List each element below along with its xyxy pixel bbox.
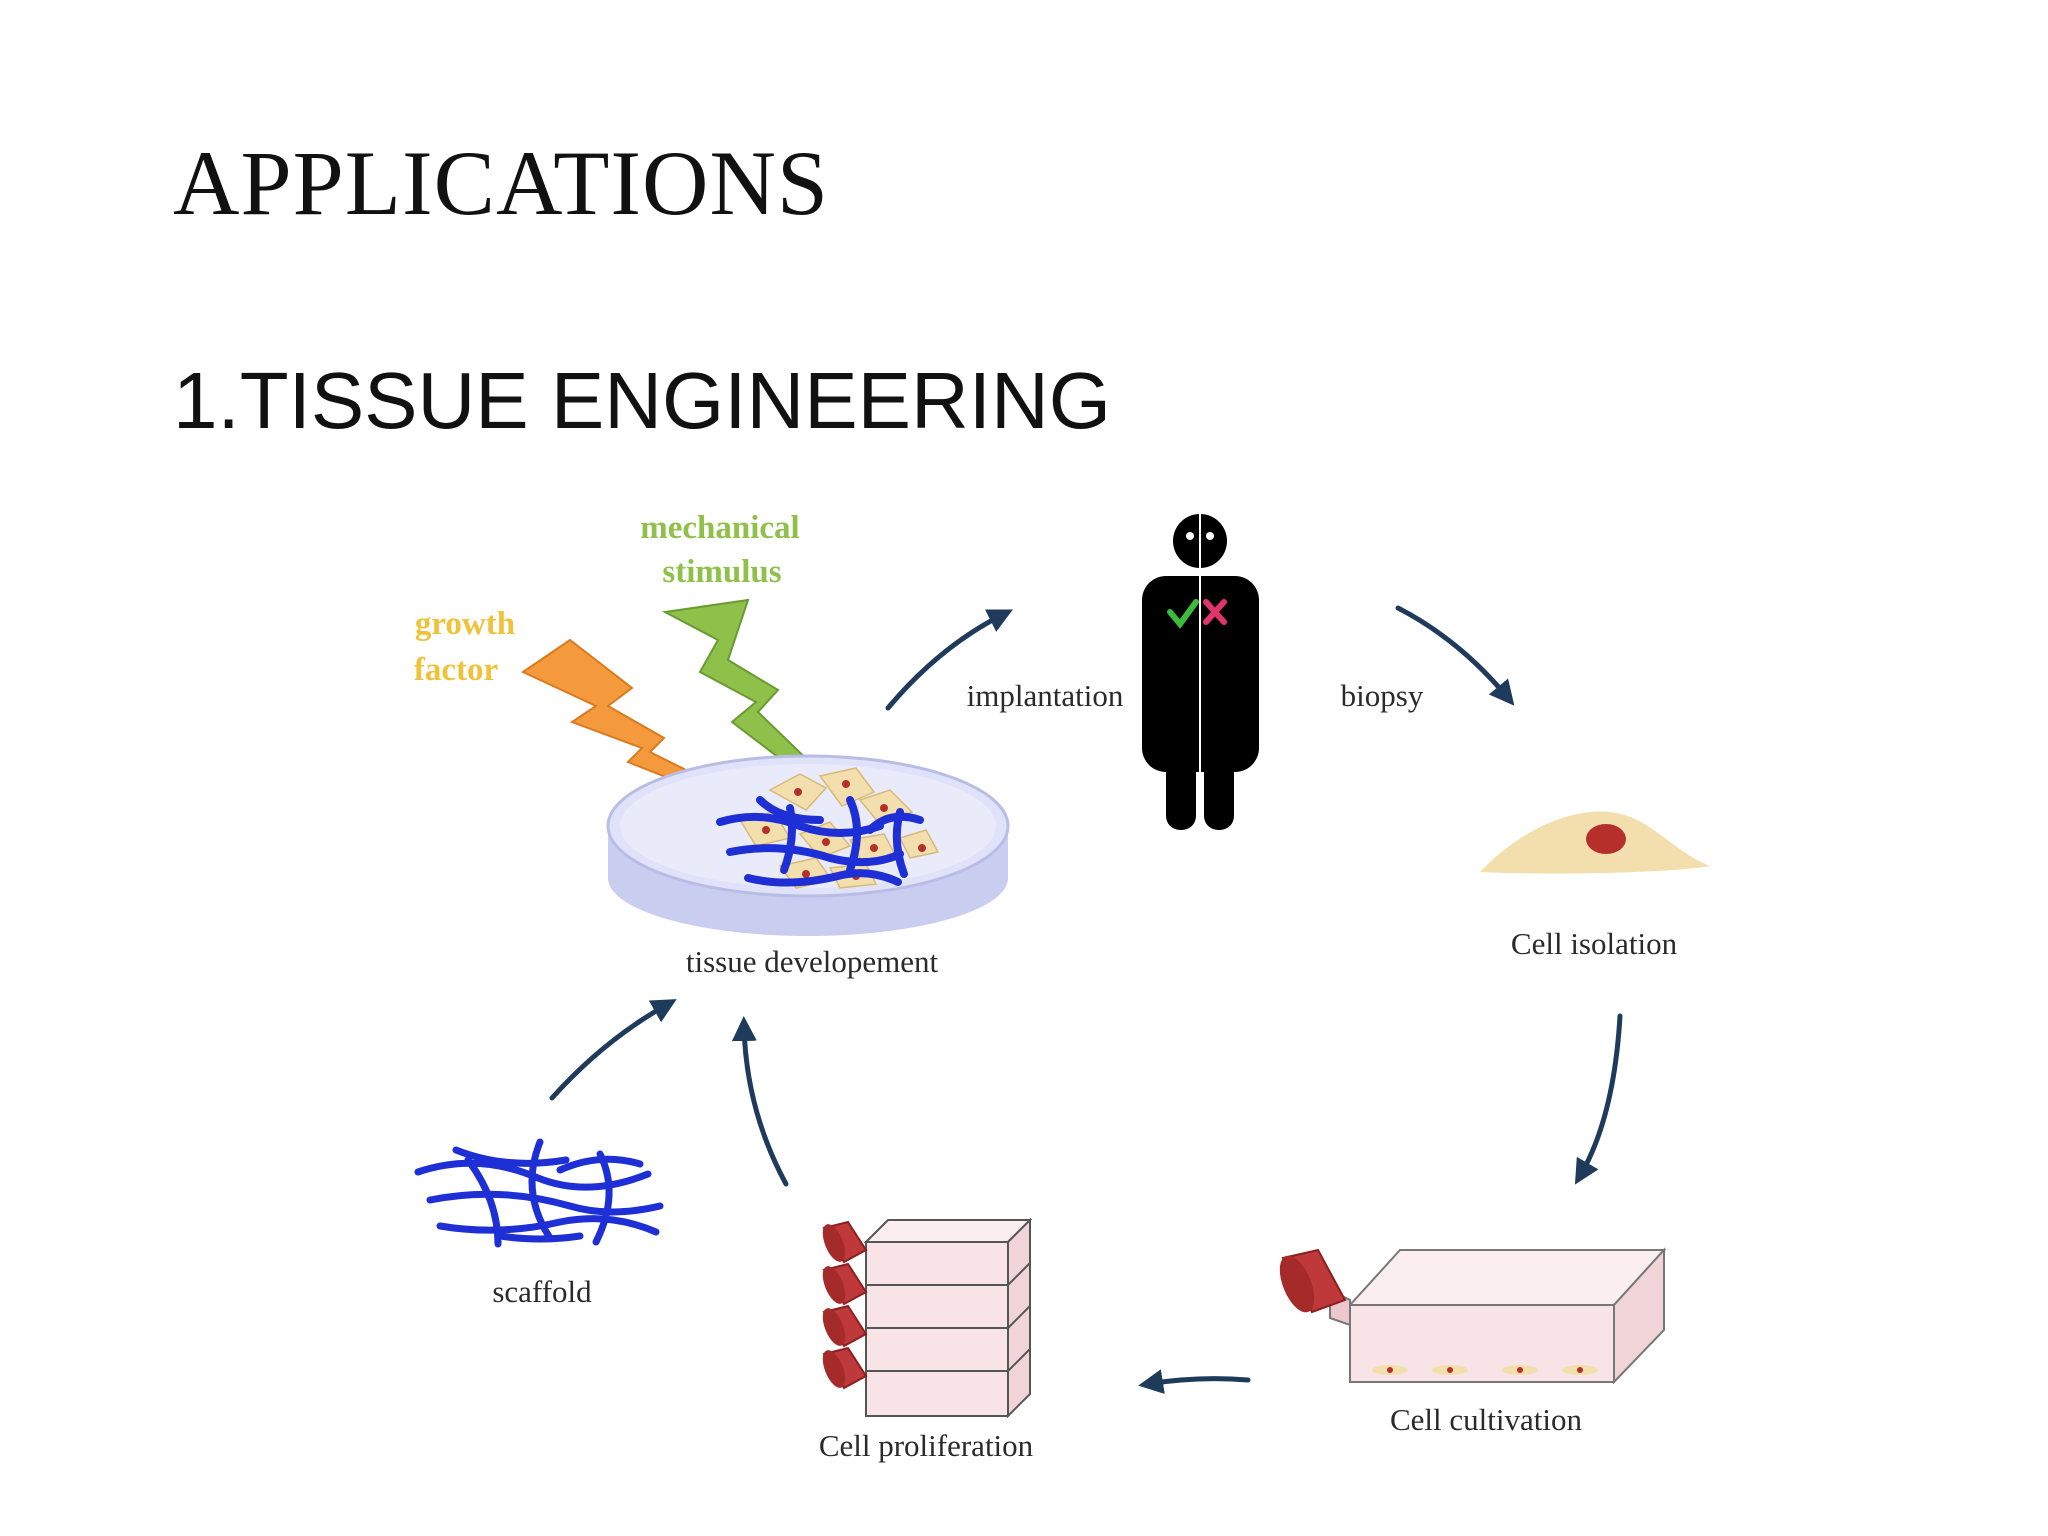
check-icon [1167,599,1199,629]
cell-proliferation-label: Cell proliferation [819,1428,1034,1463]
mechanical-stimulus-label-line1: mechanical [640,510,799,546]
arrow-to-cultivation [1574,1013,1623,1185]
figure-eye-left [1186,532,1194,540]
scaffold-mesh [414,1138,664,1248]
arrow-to-implantation [885,609,1013,711]
growth-factor-label-line1: growth [415,606,515,642]
isolated-cell [1480,811,1710,874]
dish-scaffold-fibers [716,796,924,887]
arrow-from-biopsy [1395,605,1515,706]
cell-cultivation-label: Cell cultivation [1390,1402,1582,1437]
mechanical-stimulus-label-line2: stimulus [662,554,781,590]
arrow-scaffold-to-tissue [549,999,677,1101]
cell-isolation-label: Cell isolation [1511,926,1678,961]
growth-factor-label-line2: factor [414,652,498,688]
slide-subtitle: 1.TISSUE ENGINEERING [173,356,1111,445]
implantation-label: implantation [967,678,1124,713]
arrow-proliferation-to-tissue [731,1016,789,1187]
figure-eye-right [1206,532,1214,540]
slide-title: APPLICATIONS [173,132,830,234]
cross-icon [1203,599,1227,625]
arrow-to-proliferation [1138,1369,1251,1394]
mechanical-stimulus-bolt [661,598,822,782]
cultivation-flask [1279,1247,1667,1385]
tissue-development-label: tissue developement [686,944,939,979]
biopsy-label: biopsy [1341,678,1424,713]
proliferation-flask-stack [822,1217,1033,1419]
scaffold-label: scaffold [492,1274,592,1309]
